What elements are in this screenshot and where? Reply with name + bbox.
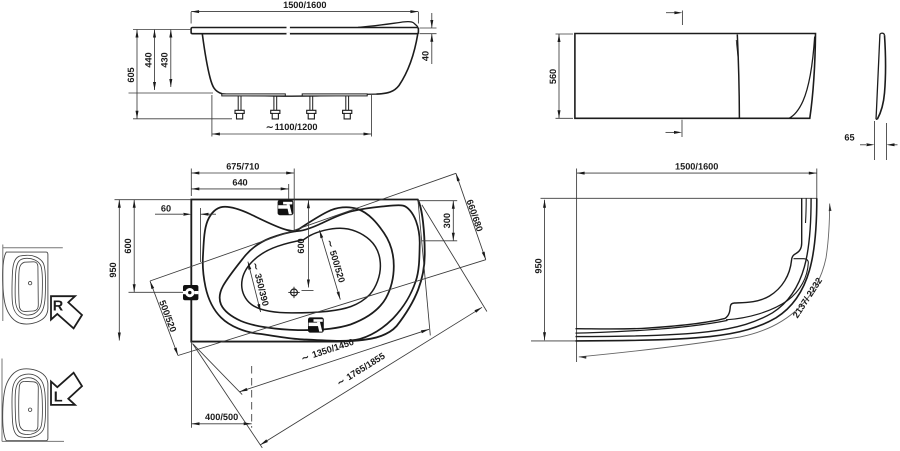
svg-text:1500/1600: 1500/1600 (675, 162, 718, 172)
svg-text:605: 605 (126, 67, 136, 82)
svg-text:675/710: 675/710 (226, 161, 259, 171)
svg-text:R: R (53, 299, 64, 315)
svg-text:400/500: 400/500 (205, 412, 238, 422)
svg-text:40: 40 (421, 51, 431, 61)
svg-text:1500/1600: 1500/1600 (283, 0, 326, 10)
svg-text:560: 560 (548, 69, 558, 84)
svg-text:65: 65 (844, 133, 854, 143)
svg-text:600: 600 (123, 238, 133, 253)
svg-text:950: 950 (108, 262, 118, 277)
svg-text:950: 950 (533, 258, 543, 273)
svg-text:600: 600 (296, 238, 306, 253)
svg-text:∼1100/1200: ∼1100/1200 (266, 122, 318, 132)
svg-text:440: 440 (143, 52, 153, 67)
svg-text:L: L (54, 390, 63, 406)
svg-text:300: 300 (442, 213, 452, 228)
svg-text:640: 640 (232, 177, 247, 187)
svg-text:430: 430 (160, 52, 170, 67)
svg-text:60: 60 (161, 203, 171, 213)
